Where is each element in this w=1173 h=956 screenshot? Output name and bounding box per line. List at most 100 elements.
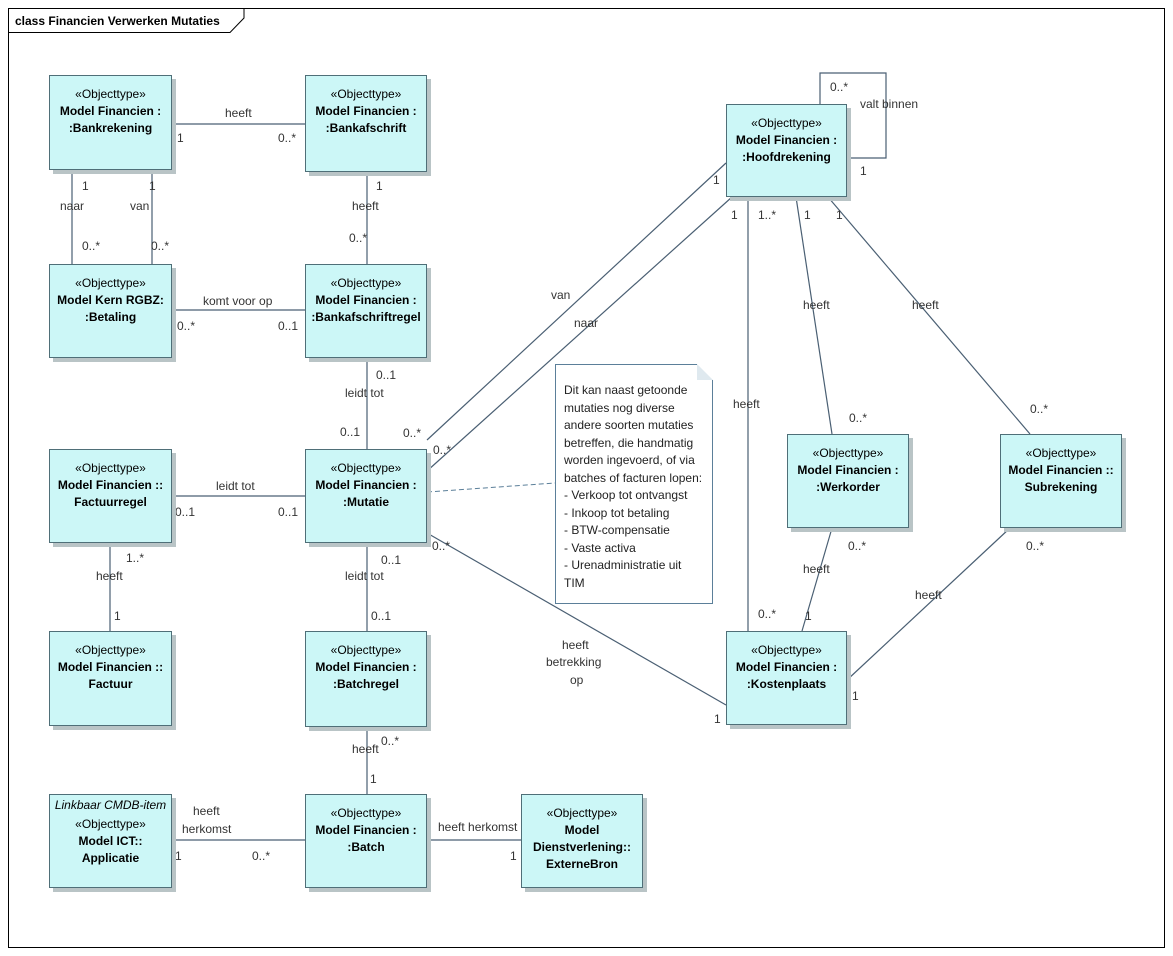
- label-heeft: heeft: [225, 106, 252, 120]
- label-van: van: [551, 288, 570, 302]
- stereotype-label: «Objecttype»: [1025, 446, 1097, 460]
- multiplicity: 1: [860, 164, 867, 178]
- class-batchregel[interactable]: «Objecttype» Model Financien : :Batchreg…: [305, 631, 427, 727]
- class-bankrekening[interactable]: «Objecttype» Model Financien : :Bankreke…: [49, 75, 172, 170]
- class-name-line: :Bankafschrift: [325, 121, 407, 135]
- class-externebron[interactable]: «Objecttype» Model Dienstverlening:: Ext…: [521, 794, 643, 888]
- label-betrekking: betrekking: [546, 655, 601, 669]
- class-applicatie[interactable]: Linkbaar CMDB-item «Objecttype» Model IC…: [49, 794, 172, 888]
- class-name-line: Model Financien :: [315, 478, 417, 492]
- stereotype-label: «Objecttype»: [330, 461, 402, 475]
- class-kostenplaats[interactable]: «Objecttype» Model Financien : :Kostenpl…: [726, 631, 847, 725]
- assoc-mutatie-hoofdrekening-naar: [426, 196, 733, 472]
- multiplicity: 1: [175, 849, 182, 863]
- class-name-line: :Batch: [347, 840, 385, 854]
- label-leidt-tot: leidt tot: [345, 569, 384, 583]
- multiplicity: 0..*: [82, 239, 100, 253]
- multiplicity: 0..1: [371, 609, 391, 623]
- label-leidt-tot: leidt tot: [345, 386, 384, 400]
- multiplicity: 0..1: [278, 319, 298, 333]
- class-name-line: :Bankrekening: [68, 121, 153, 135]
- assoc-hoofdrekening-subrekening: [827, 196, 1031, 435]
- note-line: - Verkoop tot ontvangst: [564, 488, 688, 502]
- multiplicity: 1: [370, 772, 377, 786]
- note-line: andere soorten mutaties: [564, 418, 694, 432]
- multiplicity: 0..1: [278, 505, 298, 519]
- class-factuur[interactable]: «Objecttype» Model Financien :: Factuur: [49, 631, 172, 726]
- label-valt-binnen: valt binnen: [860, 97, 918, 111]
- multiplicity: 1: [804, 208, 811, 222]
- note-line: - Urenadministratie uit: [564, 558, 682, 572]
- assoc-subrekening-kostenplaats: [846, 527, 1011, 681]
- class-subrekening[interactable]: «Objecttype» Model Financien :: Subreken…: [1000, 434, 1122, 528]
- label-naar: naar: [574, 316, 598, 330]
- multiplicity: 1: [114, 609, 121, 623]
- multiplicity: 0..1: [376, 368, 396, 382]
- class-name-line: Applicatie: [81, 851, 140, 865]
- assoc-werkorder-kostenplaats: [801, 527, 833, 632]
- multiplicity: 1: [731, 208, 738, 222]
- stereotype-label: «Objecttype»: [75, 276, 146, 290]
- label-heeft: heeft: [562, 638, 589, 652]
- class-bankafschriftregel[interactable]: «Objecttype» Model Financien : :Bankafsc…: [305, 264, 427, 358]
- class-name-line: Model Financien ::: [57, 478, 164, 492]
- multiplicity: 0..*: [177, 319, 195, 333]
- stereotype-label: «Objecttype»: [75, 87, 146, 101]
- class-name-line: :Batchregel: [332, 677, 400, 691]
- multiplicity: 1: [805, 609, 812, 623]
- class-name-line: :Hoofdrekening: [742, 150, 831, 164]
- association-lines: [71, 72, 1031, 841]
- class-name-line: Model Financien :: [735, 660, 838, 674]
- class-name-line: :Werkorder: [816, 480, 880, 494]
- note-box[interactable]: Dit kan naast getoonde mutaties nog dive…: [555, 364, 713, 604]
- class-name-line: Dienstverlening::: [532, 840, 631, 854]
- note-line: TIM: [564, 575, 585, 590]
- class-name-line: Factuurregel: [74, 495, 147, 509]
- multiplicity: 1: [714, 712, 721, 726]
- class-name-line: Factuur: [88, 677, 133, 691]
- class-werkorder[interactable]: «Objecttype» Model Financien : :Werkorde…: [787, 434, 909, 528]
- multiplicity: 0..*: [432, 539, 450, 553]
- association-names: heeft naar van heeft komt voor op leidt …: [60, 97, 942, 836]
- label-heeft: heeft: [803, 298, 830, 312]
- multiplicity: 1: [82, 179, 89, 193]
- stereotype-label: «Objecttype»: [330, 643, 402, 657]
- multiplicity: 0..*: [848, 539, 866, 553]
- class-hoofdrekening[interactable]: «Objecttype» Model Financien : :Hoofdrek…: [726, 104, 847, 197]
- class-batch[interactable]: «Objecttype» Model Financien : :Batch: [305, 794, 427, 888]
- class-name-line: :Betaling: [84, 310, 137, 324]
- class-betaling[interactable]: «Objecttype» Model Kern RGBZ: :Betaling: [49, 264, 172, 358]
- class-factuurregel[interactable]: «Objecttype» Model Financien :: Factuurr…: [49, 449, 172, 543]
- note-line: - Vaste activa: [564, 540, 636, 555]
- multiplicity: 0..1: [175, 505, 195, 519]
- class-mutatie[interactable]: «Objecttype» Model Financien : :Mutatie: [305, 449, 427, 543]
- class-name-line: :Mutatie: [343, 495, 389, 509]
- class-name-line: Model Financien ::: [57, 660, 164, 674]
- label-leidt-tot: leidt tot: [216, 479, 255, 493]
- multiplicity: 0..*: [349, 231, 367, 245]
- label-naar: naar: [60, 199, 84, 213]
- class-name-line: Model ICT::: [78, 834, 143, 848]
- stereotype-label: «Objecttype»: [330, 87, 402, 101]
- stereotype-label: «Objecttype»: [330, 806, 402, 820]
- tag-label: Linkbaar CMDB-item: [54, 798, 167, 812]
- multiplicity: 1: [177, 131, 184, 145]
- assoc-hoofdrekening-self: [819, 72, 887, 159]
- diagram-title: class Financien Verwerken Mutaties: [15, 14, 220, 28]
- class-name-line: Model Financien :: [59, 104, 162, 118]
- label-heeft: heeft: [803, 562, 830, 576]
- multiplicity: 0..1: [381, 553, 401, 567]
- multiplicity: 0..*: [1026, 539, 1044, 553]
- label-herkomst: herkomst: [182, 822, 232, 836]
- diagram-frame: [8, 8, 1165, 948]
- multiplicity: 1..*: [126, 551, 144, 565]
- stereotype-label: «Objecttype»: [751, 643, 822, 657]
- assoc-hoofdrekening-werkorder: [795, 196, 833, 435]
- stereotype-label: «Objecttype»: [330, 276, 402, 290]
- stereotype-label: «Objecttype»: [75, 817, 146, 831]
- class-bankafschrift[interactable]: «Objecttype» Model Financien : :Bankafsc…: [305, 75, 427, 172]
- label-op: op: [570, 673, 584, 687]
- class-name-line: Model Financien :: [315, 823, 417, 837]
- stereotype-label: «Objecttype»: [75, 461, 146, 475]
- multiplicity: 1: [836, 208, 843, 222]
